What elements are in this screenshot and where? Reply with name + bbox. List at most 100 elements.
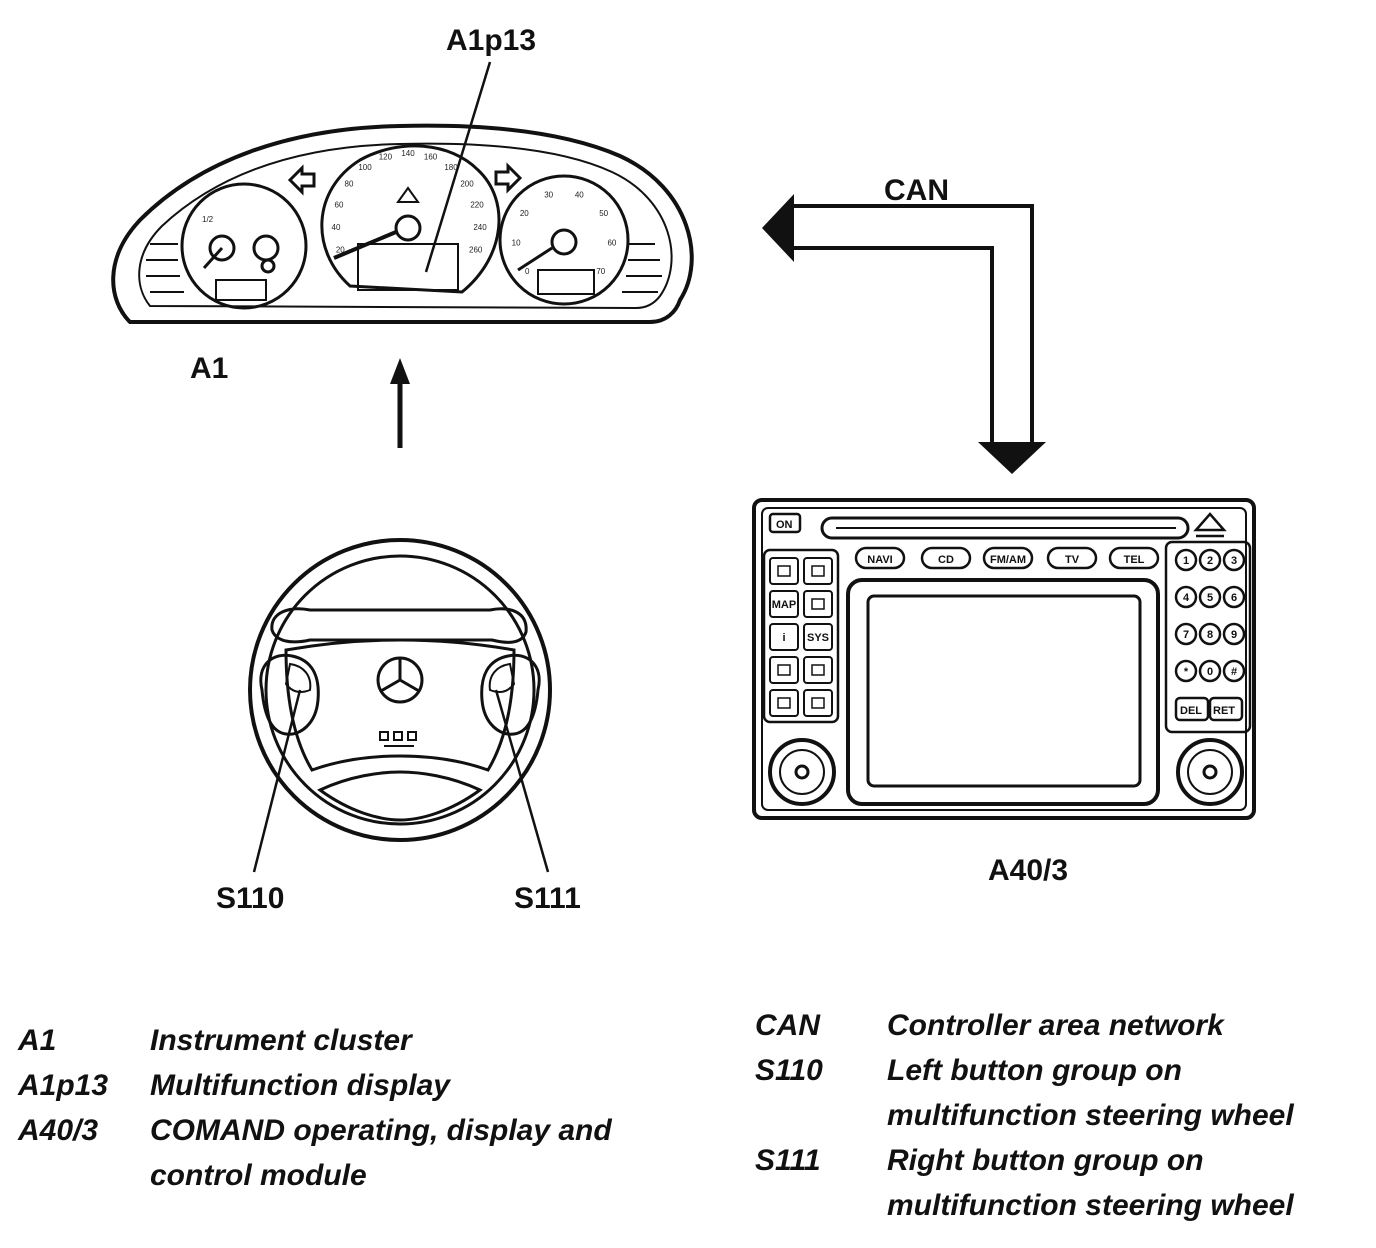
comand-top-button-label: CD <box>938 554 954 566</box>
keypad-key-label: 8 <box>1207 629 1213 641</box>
legend-description: Instrument cluster <box>150 1024 412 1057</box>
comand-left-button-label: i <box>782 632 785 644</box>
comand-left-button-label: SYS <box>807 632 829 644</box>
right-button-group <box>480 653 541 736</box>
instrument-cluster <box>111 123 694 324</box>
speedometer-tick: 220 <box>470 200 484 209</box>
comand-left-buttons: MAP i SYS <box>769 557 833 717</box>
comand-unit <box>752 498 1256 820</box>
keypad-key[interactable]: 2 <box>1198 548 1222 572</box>
keypad-key-label: 0 <box>1207 666 1213 678</box>
right-knob-icon <box>1176 738 1244 806</box>
speedometer-tick: 100 <box>358 163 372 172</box>
keypad-key-label: 5 <box>1207 592 1213 604</box>
comand-top-button[interactable]: FM/AM <box>982 546 1034 570</box>
legend-description: Left button group on <box>887 1054 1182 1087</box>
keypad-key[interactable]: 7 <box>1174 622 1198 646</box>
speedometer-tick: 200 <box>460 180 474 189</box>
signal-arrow-up <box>390 358 410 448</box>
comand-left-button[interactable] <box>803 656 833 684</box>
leader-s111 <box>494 689 550 873</box>
can-bus-arrow <box>762 194 1046 474</box>
speedometer-tick: 140 <box>401 149 415 158</box>
legend-description: COMAND operating, display and <box>150 1114 612 1147</box>
keypad-key[interactable]: * <box>1174 659 1198 683</box>
keypad-key[interactable]: 1 <box>1174 548 1198 572</box>
speedometer-tick: 120 <box>379 153 393 162</box>
comand-top-button[interactable]: CD <box>920 546 972 570</box>
comand-top-button-label: TV <box>1065 554 1080 566</box>
speedometer-tick: 260 <box>469 246 483 255</box>
legend-code: CAN <box>755 1009 820 1042</box>
tachometer-tick: 20 <box>520 209 529 218</box>
keypad-key-label: 1 <box>1183 555 1189 567</box>
comand-left-button[interactable] <box>769 656 799 684</box>
function-icon <box>777 664 791 676</box>
legend-description: multifunction steering wheel <box>887 1189 1294 1222</box>
tachometer-tick: 60 <box>607 238 616 247</box>
keypad-key-label: 3 <box>1231 555 1237 567</box>
legend-row: multifunction steering wheel <box>755 1183 1294 1228</box>
comand-left-button[interactable]: MAP <box>769 590 799 618</box>
left-gauge-tick: 1/2 <box>202 215 214 224</box>
legend-code: A40/3 <box>18 1114 99 1147</box>
function-icon <box>811 565 825 577</box>
legend-row: control module <box>18 1153 612 1198</box>
keypad-key-label: 9 <box>1231 629 1237 641</box>
comand-top-button[interactable]: TEL <box>1108 546 1160 570</box>
comand-left-button[interactable]: i <box>769 623 799 651</box>
tachometer <box>498 174 630 306</box>
function-icon <box>811 664 825 676</box>
comand-left-button[interactable] <box>803 590 833 618</box>
keypad-key[interactable]: 6 <box>1222 585 1246 609</box>
function-icon <box>811 598 825 610</box>
legend-description: Multifunction display <box>150 1069 450 1102</box>
label-s110: S110 <box>216 882 284 915</box>
comand-top-button[interactable]: NAVI <box>854 546 906 570</box>
legend-code <box>755 1183 887 1228</box>
mercedes-star-icon <box>376 656 424 704</box>
del-ret-buttons: DEL RET <box>1174 696 1244 722</box>
keypad-key[interactable]: 5 <box>1198 585 1222 609</box>
keypad-key[interactable]: 3 <box>1222 548 1246 572</box>
comand-left-button[interactable] <box>769 557 799 585</box>
label-a1p13: A1p13 <box>446 24 536 57</box>
tachometer-tick: 0 <box>525 267 530 276</box>
keypad-key[interactable]: 9 <box>1222 622 1246 646</box>
function-icon <box>811 697 825 709</box>
comand-top-buttons: NAVI CD FM/AM TV TEL <box>854 546 1160 570</box>
label-can: CAN <box>884 174 949 207</box>
comand-top-button[interactable]: TV <box>1046 546 1098 570</box>
del-button-label: DEL <box>1180 705 1202 717</box>
airbag-marking-icon <box>379 731 417 747</box>
comand-top-button-label: TEL <box>1124 554 1145 566</box>
comand-left-button[interactable] <box>803 689 833 717</box>
left-knob-icon <box>768 738 836 806</box>
keypad-key-label: 7 <box>1183 629 1189 641</box>
right-turn-arrow-icon <box>494 162 523 194</box>
legend-code: A1p13 <box>18 1069 109 1102</box>
leader-s110 <box>252 689 302 873</box>
tachometer-tick: 30 <box>544 191 553 200</box>
comand-left-button[interactable] <box>769 689 799 717</box>
left-turn-arrow-icon <box>287 164 316 196</box>
comand-left-button[interactable]: SYS <box>803 623 833 651</box>
multifunction-display <box>357 243 459 291</box>
legend-code <box>755 1093 887 1138</box>
keypad-key[interactable]: 0 <box>1198 659 1222 683</box>
keypad-key[interactable]: 8 <box>1198 622 1222 646</box>
speedometer-tick: 180 <box>444 163 458 172</box>
legend-code: S110 <box>755 1054 823 1087</box>
keypad-key[interactable]: # <box>1222 659 1246 683</box>
keypad-key-label: 2 <box>1207 555 1213 567</box>
speedometer-tick: 40 <box>332 223 341 232</box>
legend-code: A1 <box>18 1024 57 1057</box>
legend-description: multifunction steering wheel <box>887 1099 1294 1132</box>
label-a1: A1 <box>190 352 228 385</box>
comand-left-button[interactable] <box>803 557 833 585</box>
keypad-key[interactable]: 4 <box>1174 585 1198 609</box>
